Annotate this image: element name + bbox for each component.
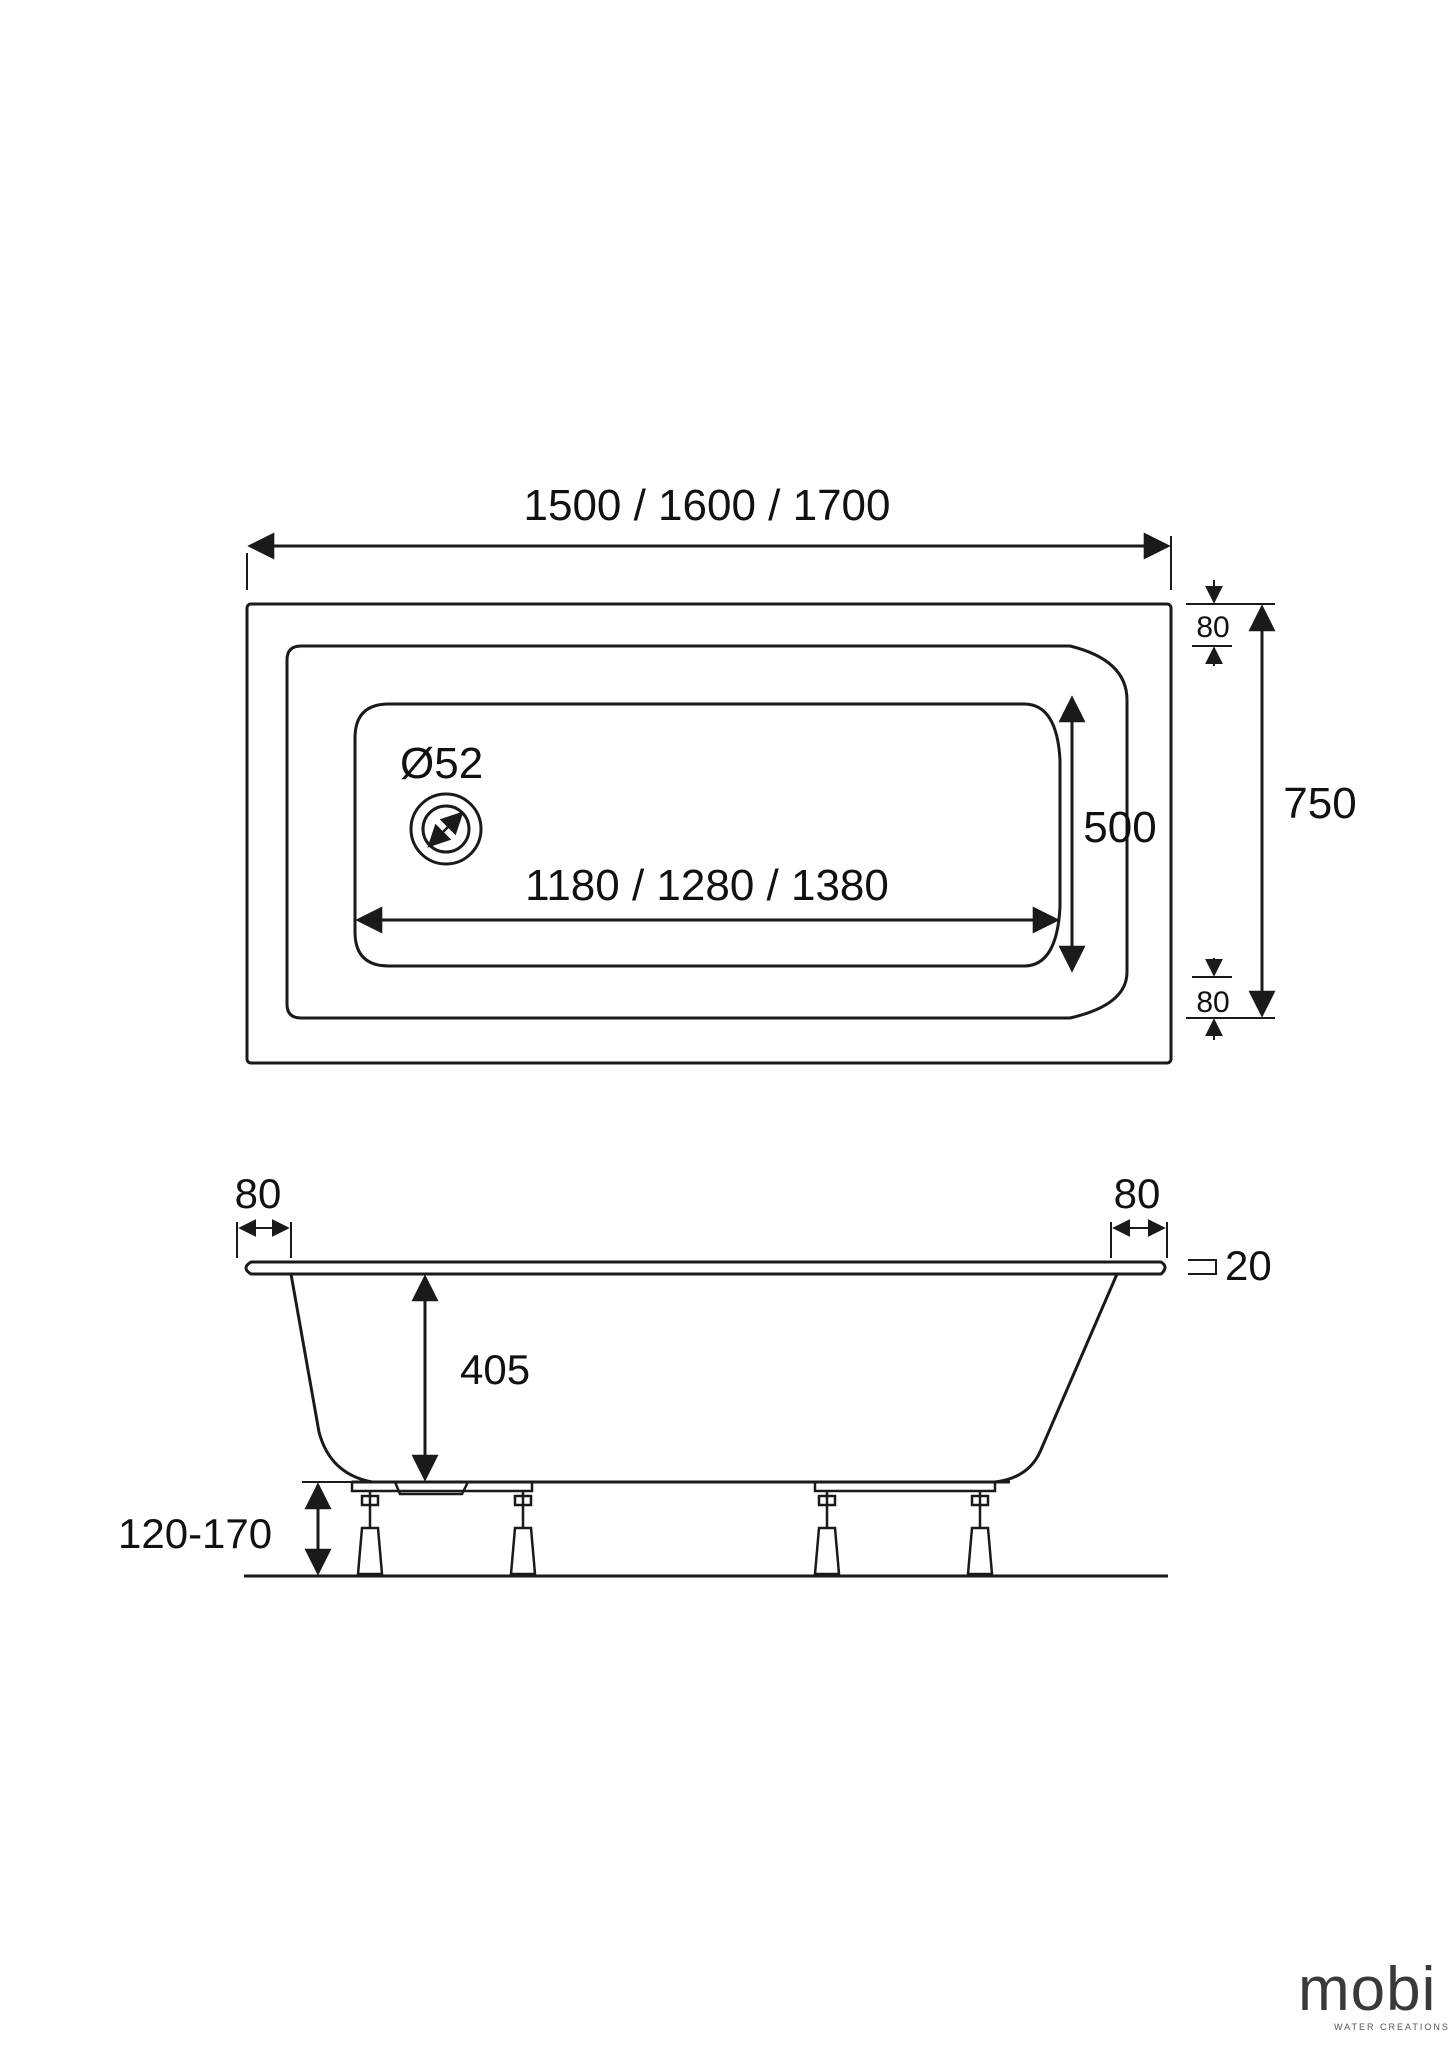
adjustable-leg — [509, 1491, 537, 1576]
rim-left-label: 80 — [235, 1170, 282, 1217]
drain-diameter-label: Ø52 — [400, 739, 483, 788]
rim-right-label: 80 — [1114, 1170, 1161, 1217]
top-view — [245, 532, 1276, 1065]
leg-frame-left — [350, 1480, 534, 1493]
tub-inner-rim-outline — [285, 644, 1129, 1020]
rim-bottom-label: 80 — [1196, 986, 1229, 1019]
adjustable-leg — [813, 1491, 841, 1576]
tub-basin-outline — [353, 702, 1062, 968]
inner-width-label: 500 — [1083, 803, 1156, 852]
depth-label: 405 — [460, 1346, 530, 1393]
rim-thickness-bracket — [1188, 1259, 1217, 1275]
brand-logo: mobi WATER CREATIONS — [1298, 1955, 1448, 2032]
overall-width-label: 750 — [1283, 779, 1356, 828]
drain-symbol — [409, 792, 483, 866]
brand-name: mobi — [1298, 1955, 1436, 2024]
rim-thickness-label: 20 — [1225, 1242, 1272, 1289]
leg-height-label: 120-170 — [118, 1510, 272, 1557]
adjustable-leg — [356, 1491, 384, 1576]
tub-rim-profile — [244, 1260, 1167, 1276]
tub-body-profile — [289, 1273, 1119, 1484]
adjustable-leg — [966, 1491, 994, 1576]
rim-top-label: 80 — [1196, 611, 1229, 644]
brand-tagline: WATER CREATIONS — [1334, 2022, 1448, 2032]
waste-outlet — [393, 1481, 470, 1496]
overall-length-label: 1500 / 1600 / 1700 — [524, 481, 891, 530]
side-view — [236, 1219, 1217, 1578]
tub-outer-outline — [245, 602, 1173, 1065]
leg-frame-right — [813, 1480, 997, 1493]
inner-length-label: 1180 / 1280 / 1380 — [525, 861, 889, 910]
